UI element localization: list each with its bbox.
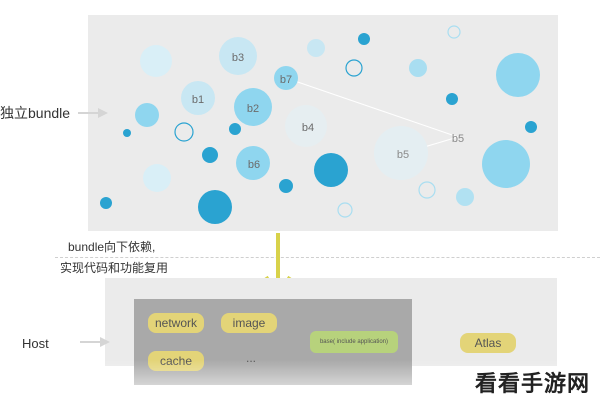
bubble (140, 45, 172, 77)
section-divider (55, 257, 600, 258)
host-label: Host (22, 336, 49, 351)
bubble-ring (447, 25, 461, 39)
bubble-ring (174, 122, 194, 142)
bubble-label-b6: b6 (248, 159, 260, 171)
bubble (181, 81, 215, 115)
bubble (314, 153, 348, 187)
bottom-fade (0, 360, 600, 404)
bubble (236, 146, 270, 180)
bubble-label-b4: b4 (302, 122, 314, 134)
bubble-label-b7: b7 (280, 74, 292, 86)
dependency-note-line2: 实现代码和功能复用 (60, 261, 169, 275)
bubble (374, 126, 428, 180)
bubble (143, 164, 171, 192)
bubble-ring (418, 181, 436, 199)
bubble (307, 39, 325, 57)
bubble (409, 59, 427, 77)
bubble (202, 147, 218, 163)
module-image: image (221, 313, 277, 333)
bubble (219, 37, 257, 75)
bubble (358, 33, 370, 45)
bubble (279, 179, 293, 193)
bubble-label-b5: b5 (397, 149, 409, 161)
bubble (446, 93, 458, 105)
bubble (525, 121, 537, 133)
bubble-ring (337, 202, 353, 218)
bubble (285, 105, 327, 147)
bubble (135, 103, 159, 127)
dependency-note-line1: bundle向下依赖, (68, 240, 156, 254)
watermark-text: 看看手游网 (474, 372, 590, 397)
module-atlas: Atlas (460, 333, 516, 353)
bubble-label-b5-right: b5 (452, 133, 464, 145)
module-base: base( include application) (310, 331, 398, 353)
independent-bundle-label: 独立bundle (0, 105, 71, 121)
bubble (482, 140, 530, 188)
bubble (123, 129, 131, 137)
bubble-ring (345, 59, 363, 77)
bubble (100, 197, 112, 209)
bundle-bubbles: b1 b2 b3 b4 b5 b5 b6 b7 (100, 25, 540, 224)
bubble (234, 88, 272, 126)
bubble (456, 188, 474, 206)
module-network: network (148, 313, 204, 333)
bubble-label-b2: b2 (247, 103, 259, 115)
connector-line (285, 77, 459, 138)
module-ellipsis: ... (246, 351, 257, 365)
bubble (229, 123, 241, 135)
arrow-right-icon (78, 108, 108, 118)
bubble (198, 190, 232, 224)
bubble (496, 53, 540, 97)
arrow-right-icon (80, 337, 110, 347)
bubble-label-b3: b3 (232, 52, 244, 64)
bubble-label-b1: b1 (192, 94, 204, 106)
bubble (274, 66, 298, 90)
